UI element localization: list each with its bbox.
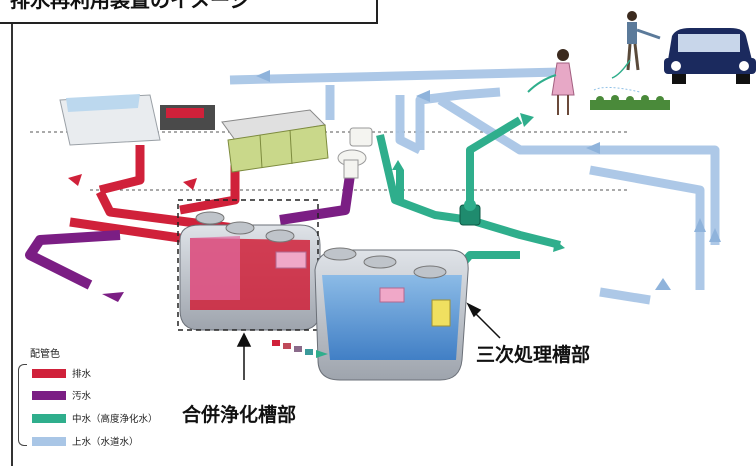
legend-label: 排水 <box>72 369 92 380</box>
combined-tank-shape <box>179 211 321 331</box>
legend-brace <box>18 364 27 446</box>
drain-pipes <box>69 145 251 243</box>
tertiary-tank-label: 三次処理槽部 <box>476 344 591 366</box>
sewage-pipes <box>25 174 355 290</box>
tap-water-pipes <box>229 67 720 305</box>
title-box: 排水再利用装置のイメージ <box>0 0 378 24</box>
legend-item-tap-water: 上水（水道水） <box>32 434 139 448</box>
effluent-arrows <box>272 340 328 358</box>
sewage-arrow <box>102 292 124 302</box>
legend-title: 配管色 <box>30 349 60 360</box>
legend-swatch <box>32 368 66 378</box>
legend-swatch <box>32 436 66 446</box>
person-washing-car-icon <box>611 11 661 79</box>
legend-label: 上水（水道水） <box>72 437 139 448</box>
legend-item-gray-water: 中水（高度浄化水） <box>32 411 158 425</box>
tertiary-tank-shape <box>314 247 469 381</box>
page-title: 排水再利用装置のイメージ <box>10 0 250 12</box>
legend-swatch <box>32 390 66 400</box>
legend-label: 中水（高度浄化水） <box>72 414 158 425</box>
gray-water-arrows <box>392 113 565 252</box>
legend-swatch <box>32 413 66 423</box>
drain-arrows <box>68 174 197 190</box>
bathtub-icon <box>59 94 215 146</box>
floor-guides <box>30 131 630 191</box>
person-watering-plants-icon <box>527 49 670 115</box>
car-icon <box>664 28 756 84</box>
left-border <box>11 24 13 466</box>
legend-label: 汚水 <box>72 391 92 402</box>
combined-tank-label: 合併浄化槽部 <box>182 404 297 426</box>
legend-item-drain: 排水 <box>32 366 91 380</box>
tap-water-arrows <box>256 70 721 290</box>
pump-icon <box>459 199 481 226</box>
legend-item-sewage: 汚水 <box>32 388 91 402</box>
kitchen-sink-icon <box>221 109 329 173</box>
tank-pointers <box>236 302 501 380</box>
toilet-icon <box>337 127 373 179</box>
